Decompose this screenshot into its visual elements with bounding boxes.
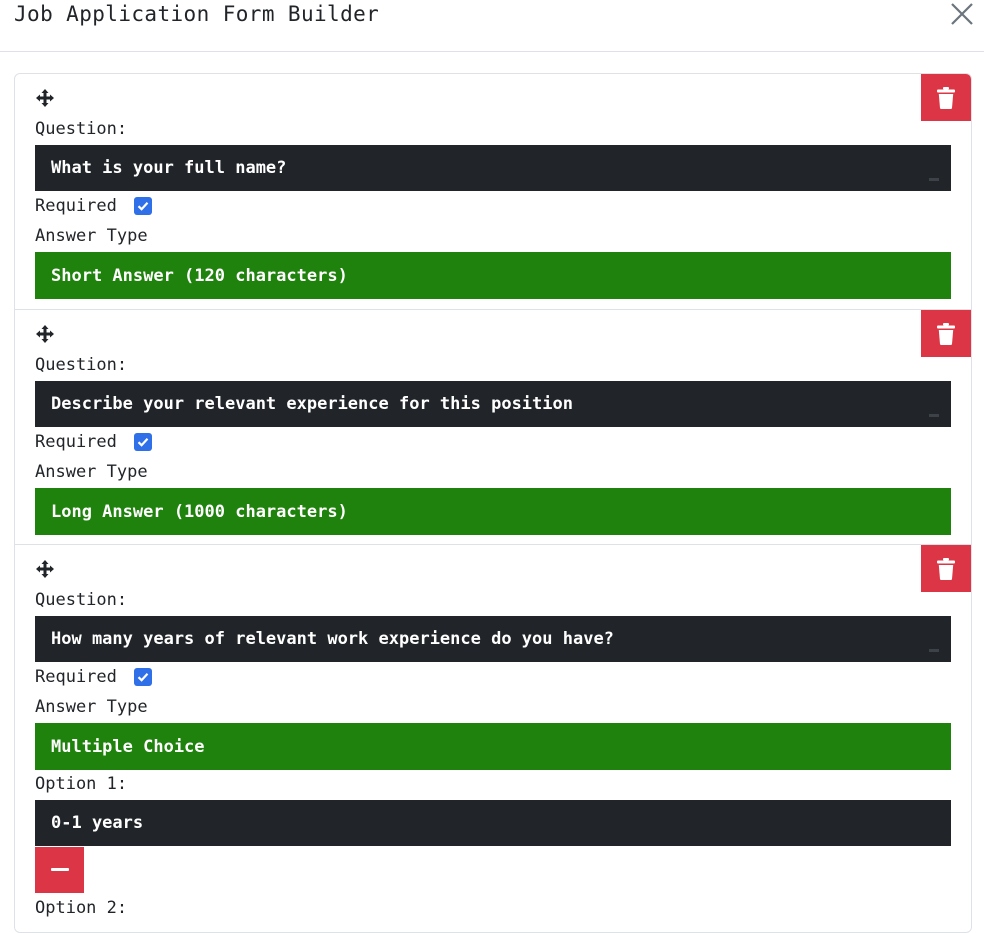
delete-question-button[interactable]: [921, 545, 971, 592]
answer-type-label: Answer Type: [35, 226, 148, 246]
question-text: What is your full name?: [51, 158, 287, 178]
checkmark-icon: [137, 202, 149, 211]
move-icon[interactable]: [35, 559, 55, 579]
question-card: Question: How many years of relevant wor…: [15, 544, 971, 932]
question-text: Describe your relevant experience for th…: [51, 394, 573, 414]
answer-type-label: Answer Type: [35, 697, 148, 717]
required-label: Required: [35, 432, 117, 452]
resize-handle[interactable]: [929, 414, 939, 417]
required-checkbox[interactable]: [134, 433, 152, 451]
question-list: Question: What is your full name? Requir…: [14, 73, 972, 933]
question-card: Question: Describe your relevant experie…: [15, 309, 971, 545]
modal-header: Job Application Form Builder: [0, 0, 984, 52]
required-checkbox[interactable]: [134, 197, 152, 215]
page-title: Job Application Form Builder: [14, 2, 380, 26]
option-input[interactable]: 0-1 years: [35, 800, 951, 846]
answer-type-value: Multiple Choice: [51, 736, 205, 757]
trash-icon: [937, 86, 955, 109]
checkmark-icon: [137, 438, 149, 447]
resize-handle[interactable]: [929, 178, 939, 181]
delete-question-button[interactable]: [921, 74, 971, 121]
delete-question-button[interactable]: [921, 310, 971, 357]
question-label: Question:: [35, 119, 128, 139]
question-input[interactable]: What is your full name?: [35, 145, 951, 191]
move-icon[interactable]: [35, 88, 55, 108]
checkmark-icon: [137, 673, 149, 682]
option-text: 0-1 years: [51, 813, 144, 833]
option-label: Option 1:: [35, 774, 128, 794]
question-input[interactable]: How many years of relevant work experien…: [35, 616, 951, 662]
question-label: Question:: [35, 355, 128, 375]
required-label: Required: [35, 196, 117, 216]
question-card: Question: What is your full name? Requir…: [15, 74, 971, 309]
answer-type-select[interactable]: Long Answer (1000 characters): [35, 488, 951, 535]
question-input[interactable]: Describe your relevant experience for th…: [35, 381, 951, 427]
answer-type-select[interactable]: Multiple Choice: [35, 723, 951, 770]
option-label: Option 2:: [35, 898, 128, 918]
answer-type-select[interactable]: Short Answer (120 characters): [35, 252, 951, 299]
trash-icon: [937, 322, 955, 345]
close-button[interactable]: [948, 0, 976, 28]
answer-type-value: Long Answer (1000 characters): [51, 501, 348, 522]
question-text: How many years of relevant work experien…: [51, 629, 614, 649]
remove-option-button[interactable]: [35, 847, 84, 893]
required-label: Required: [35, 667, 117, 687]
close-icon: [951, 3, 973, 25]
resize-handle[interactable]: [929, 649, 939, 652]
answer-type-value: Short Answer (120 characters): [51, 265, 348, 286]
move-icon[interactable]: [35, 324, 55, 344]
answer-type-label: Answer Type: [35, 462, 148, 482]
trash-icon: [937, 557, 955, 580]
minus-icon: [50, 868, 69, 871]
question-label: Question:: [35, 590, 128, 610]
required-checkbox[interactable]: [134, 668, 152, 686]
